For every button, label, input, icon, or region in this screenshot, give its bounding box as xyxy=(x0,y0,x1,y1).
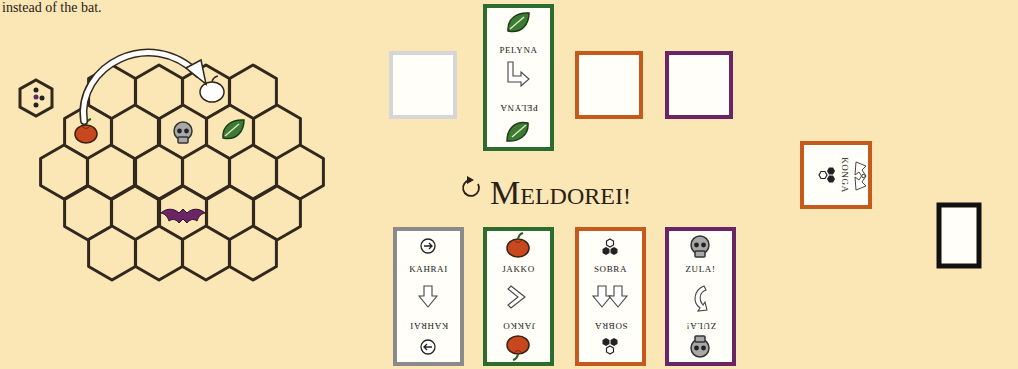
card-name: JAKKO xyxy=(502,265,535,274)
card-name: KAHRAI xyxy=(409,321,448,330)
move-arrow xyxy=(83,53,206,121)
card-icons xyxy=(419,13,866,360)
game-call: MELDOREI! xyxy=(490,176,631,210)
card-name: ZULA! xyxy=(686,265,716,274)
rotate-icon xyxy=(463,176,479,196)
card-name: SOBRA xyxy=(594,265,627,274)
card-name: PELYNA xyxy=(499,103,537,112)
card-name: PELYNA xyxy=(499,46,537,55)
game-card: ZULA! ZULA! xyxy=(667,229,734,364)
hive-hex xyxy=(20,80,52,116)
bat-piece xyxy=(161,209,205,223)
card-name: KAHRAI xyxy=(409,265,448,274)
game-card: SOBRA SOBRA xyxy=(577,229,644,364)
cards xyxy=(391,6,979,364)
card-name: KONGA xyxy=(840,157,849,193)
card-name: ZULA! xyxy=(686,321,716,330)
skull-piece xyxy=(174,122,192,143)
leaf-piece xyxy=(223,120,244,139)
game-card: KONGA xyxy=(802,143,870,207)
game-card: KAHRAI KAHRAI xyxy=(395,229,462,364)
rule-text: instead of the bat. xyxy=(2,1,102,15)
card-name: JAKKO xyxy=(502,321,535,330)
game-card: JAKKO JAKKO xyxy=(485,229,552,364)
card-name: SOBRA xyxy=(594,321,627,330)
game-card: PELYNA PELYNA xyxy=(485,6,552,149)
